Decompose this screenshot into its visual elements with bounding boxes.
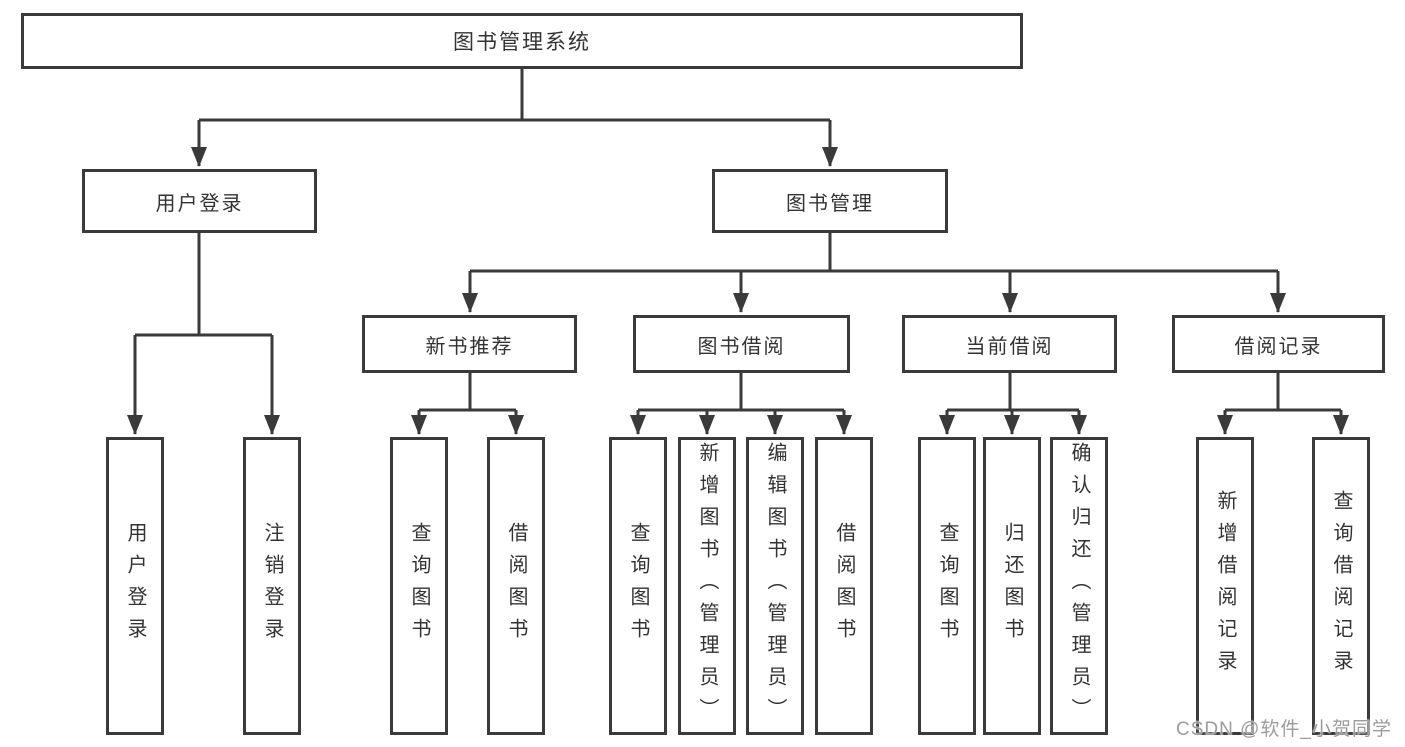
leaf-add-books-admin: 新增图书（管理员） [678, 437, 736, 735]
watermark: CSDN @软件_小贺同学 [1176, 719, 1392, 740]
leaf-edit-books-admin: 编辑图书（管理员） [746, 437, 804, 735]
leaf-query-books-borrow: 查询图书 [609, 437, 667, 735]
leaf-confirm-return-admin: 确认归还（管理员） [1050, 437, 1108, 735]
leaf-query-books-recommend: 查询图书 [390, 437, 448, 735]
node-current-borrowing: 当前借阅 [902, 315, 1117, 373]
leaf-return-books: 归还图书 [983, 437, 1041, 735]
leaf-query-books-current: 查询图书 [918, 437, 976, 735]
node-book-management: 图书管理 [712, 169, 948, 233]
leaf-query-borrow-record: 查询借阅记录 [1312, 437, 1370, 735]
node-new-book-recommendation: 新书推荐 [362, 315, 577, 373]
leaf-borrow-books-recommend: 借阅图书 [487, 437, 545, 735]
leaf-borrow-books-borrow: 借阅图书 [815, 437, 873, 735]
leaf-add-borrow-record: 新增借阅记录 [1196, 437, 1254, 735]
leaf-user-login: 用户登录 [106, 437, 164, 735]
node-borrowing-records: 借阅记录 [1172, 315, 1385, 373]
leaf-logout-login: 注销登录 [243, 437, 301, 735]
node-user-login: 用户登录 [82, 169, 317, 233]
node-book-borrowing: 图书借阅 [633, 315, 850, 373]
node-library-system: 图书管理系统 [21, 13, 1023, 69]
